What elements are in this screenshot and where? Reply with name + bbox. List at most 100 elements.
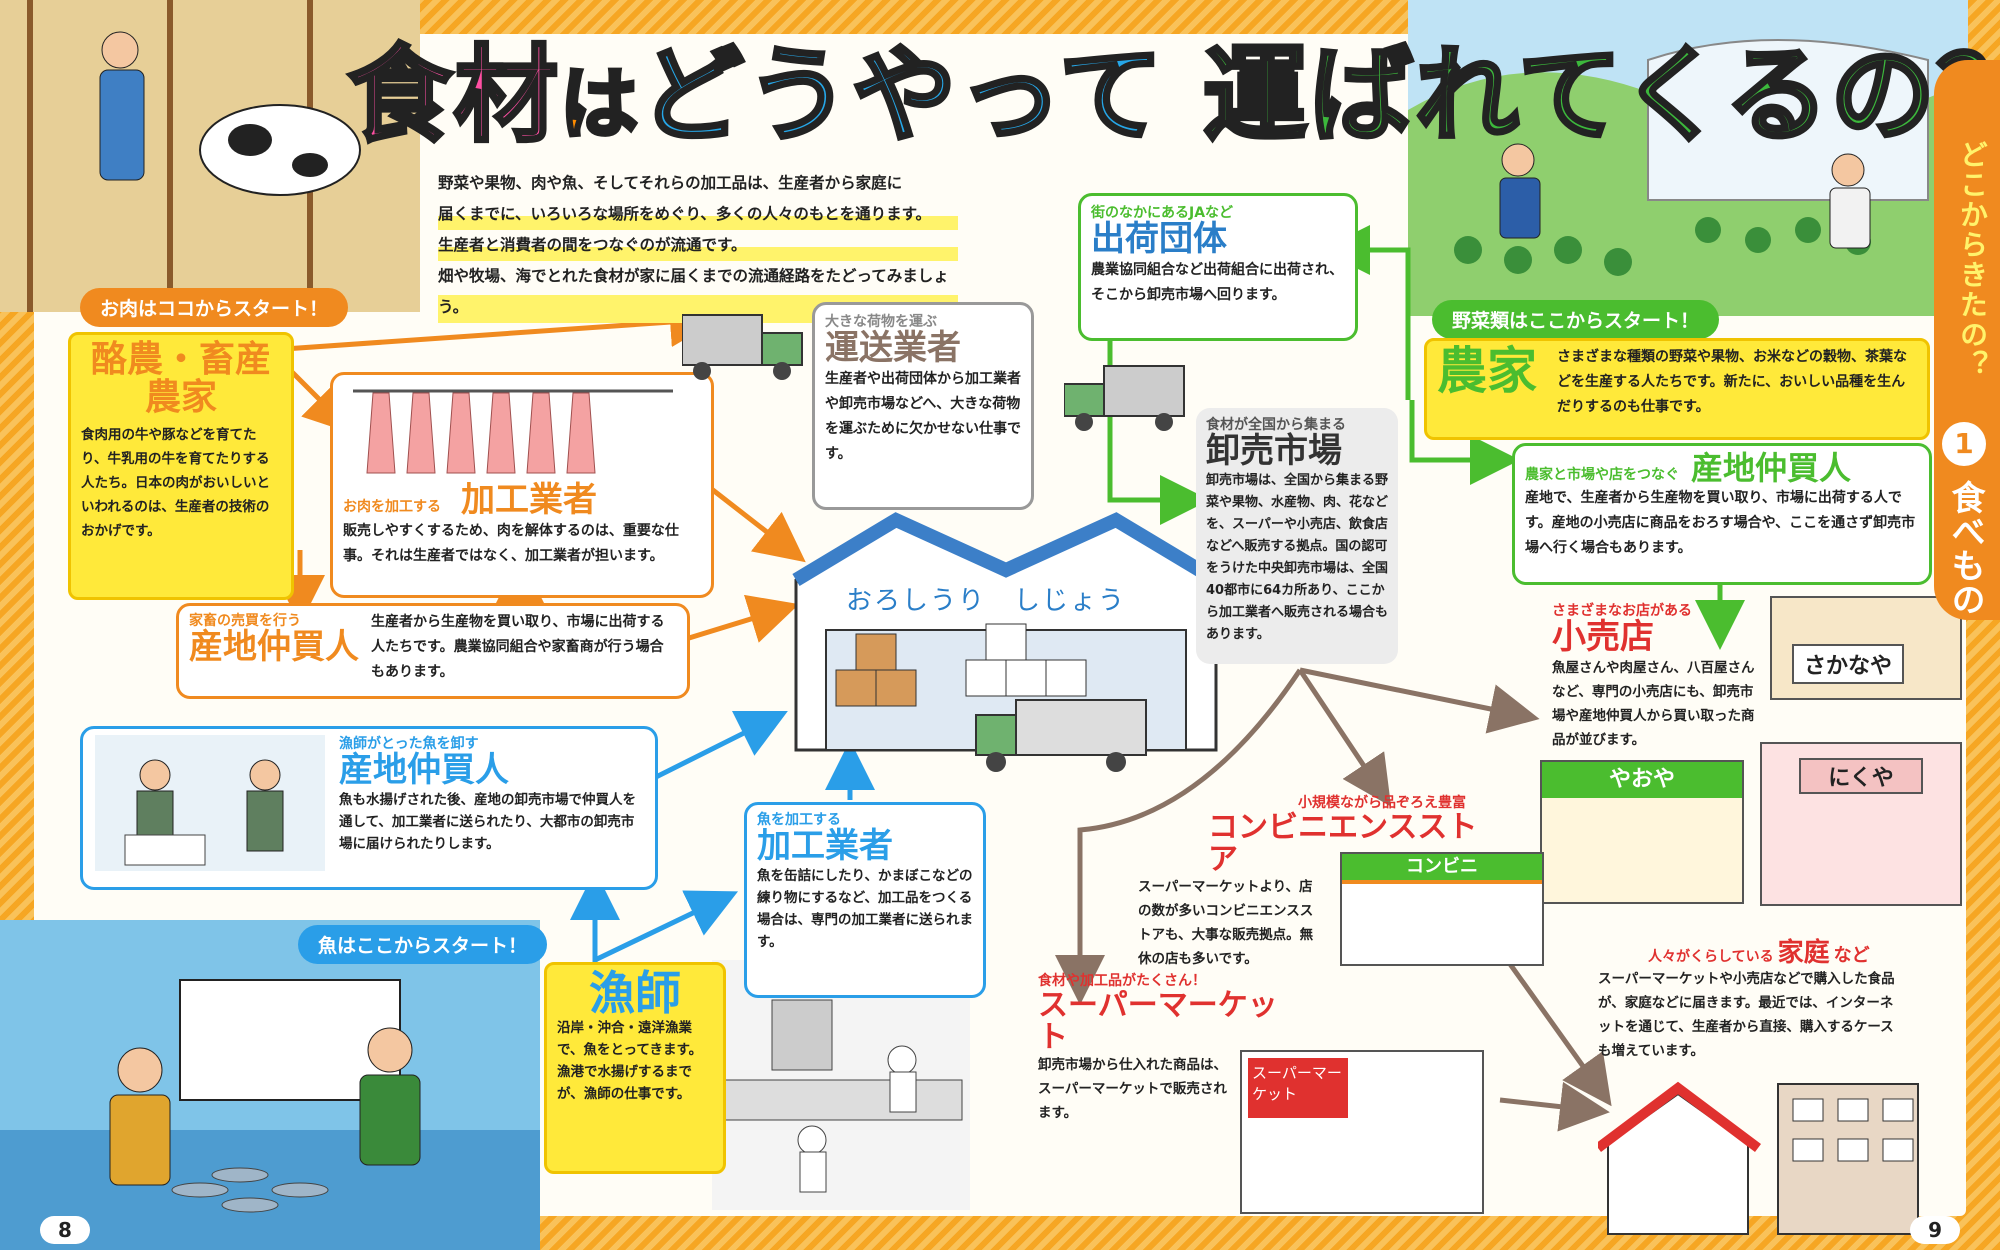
node-desc: 魚屋さんや肉屋さん、八百屋さんなど、専門の小売店にも、卸売市場や産地仲買人から買…	[1552, 659, 1755, 748]
wholesale-market-building: おろしうり しじょう	[786, 500, 1226, 785]
intro-text: 野菜や果物、肉や魚、そしてそれらの加工品は、生産者から家庭に 届くまでに、いろい…	[438, 168, 958, 323]
shops-illustration: さかなや やおや にくや	[1540, 596, 1962, 914]
node-category: 人々がくらしている	[1648, 949, 1774, 965]
barn-scene	[0, 0, 420, 312]
fish-shop-sign: さかなや	[1792, 644, 1905, 684]
node-desc: 沿岸・沖合・遠洋漁業で、魚をとってきます。漁港で水揚げするまでが、漁師の仕事です…	[557, 1020, 703, 1103]
node-category: 家畜の売買を行う	[189, 613, 301, 629]
convenience-store-box: 小規模ながら品ぞろえ豊富 コンビニエンスストア スーパーマーケットより、店の数が…	[1138, 792, 1478, 967]
node-desc: 農業協同組合など出荷組合に出荷され、そこから卸売市場へ回ります。	[1091, 261, 1344, 303]
page-title: 食材はどうやって 運ばれてくるの？	[346, 30, 2000, 160]
node-category: 街のなかにあるJAなど	[1091, 205, 1234, 221]
farm-field-illustration	[1408, 0, 1968, 316]
dairy-farmer-box: 酪農・畜産農家 食肉用の牛や豚などを育てたり、牛乳用の牛を育てたりする人たち。日…	[68, 332, 294, 600]
node-suffix: など	[1833, 945, 1870, 966]
fisherman-box: 漁師 沿岸・沖合・遠洋漁業で、魚をとってきます。漁港で水揚げするまでが、漁師の仕…	[544, 962, 726, 1174]
intro-line: 届くまでに、いろいろな場所をめぐり、多くの人々のもとを通ります。	[438, 199, 958, 230]
node-category: さまざまなお店がある	[1552, 603, 1692, 619]
node-name: スーパーマーケット	[1038, 988, 1278, 1055]
node-name: 運送業者	[825, 328, 961, 368]
fish-broker-illustration	[95, 735, 325, 871]
vegetable-shop-sign: やおや	[1542, 762, 1742, 798]
truck-icon	[682, 314, 803, 380]
transport-box: 大きな荷物を運ぶ 運送業者 生産者や出荷団体から加工業者や卸売市場などへ、大きな…	[812, 302, 1034, 510]
node-name: 小売店	[1552, 617, 1654, 657]
node-category: お肉を加工する	[343, 499, 441, 515]
page-number-left: 8	[40, 1216, 90, 1244]
title-part4: 運ばれてくるの？	[1201, 32, 2000, 158]
farmer-box: 農家 さまざまな種類の野菜や果物、お米などの穀物、茶葉などを生産する人たちです。…	[1424, 338, 1930, 440]
node-desc: 魚を缶詰にしたり、かまぼこなどの練り物にするなど、加工品をつくる場合は、専門の加…	[757, 867, 973, 950]
node-desc: 卸売市場は、全国から集まる野菜や果物、水産物、肉、花などを、スーパーや小売店、飲…	[1206, 472, 1389, 642]
node-category: 大きな荷物を運ぶ	[825, 314, 937, 330]
node-desc: スーパーマーケットより、店の数が多いコンビニエンスストアも、大事な販売拠点。無休…	[1138, 879, 1314, 967]
vegetable-shop: やおや	[1540, 760, 1744, 904]
intro-line: 畑や牧場、海でとれた食材が家に届くまでの流通経路をたどってみましょう。	[438, 261, 958, 323]
retail-box: さまざまなお店がある 小売店 魚屋さんや肉屋さん、八百屋さんなど、専門の小売店に…	[1552, 600, 1762, 760]
node-name: 農家	[1437, 342, 1537, 400]
meat-shop-sign: にくや	[1799, 758, 1923, 794]
node-name: 出荷団体	[1091, 219, 1227, 259]
vegetable-broker-box: 農家と市場や店をつなぐ 産地仲買人 産地で、生産者から生産物を買い取り、市場に出…	[1512, 443, 1932, 585]
node-category: 漁師がとった魚を卸す	[339, 736, 479, 752]
truck-icon	[1064, 365, 1185, 431]
vegetable-start-tag: 野菜類はここからスタート！	[1432, 300, 1720, 339]
intro-line: 野菜や果物、肉や魚、そしてそれらの加工品は、生産者から家庭に	[438, 174, 903, 192]
node-category: 農家と市場や店をつなぐ	[1525, 467, 1679, 483]
chapter-number: 1	[1942, 422, 1986, 466]
meat-start-tag: お肉はココからスタート！	[80, 288, 349, 327]
node-name: 酪農・畜産農家	[90, 339, 271, 418]
node-name: コンビニエンスストア	[1208, 810, 1478, 877]
node-desc: 販売しやすくするため、肉を解体するのは、重要な仕事。それは生産者ではなく、加工業…	[343, 522, 679, 564]
node-category: 食材が全国から集まる	[1206, 417, 1346, 433]
meat-shop: にくや	[1760, 742, 1962, 906]
field-scene	[1408, 0, 1968, 316]
node-name: 卸売市場	[1206, 431, 1342, 471]
wholesale-market-box: 食材が全国から集まる 卸売市場 卸売市場は、全国から集まる野菜や果物、水産物、肉…	[1196, 408, 1398, 664]
node-desc: 卸売市場から仕入れた商品は、スーパーマーケットで販売されます。	[1038, 1057, 1227, 1121]
node-desc: スーパーマーケットや小売店などで購入した食品が、家庭などに届きます。最近では、イ…	[1598, 971, 1895, 1060]
node-name: 加工業者	[461, 480, 597, 520]
page-number-right: 9	[1910, 1216, 1960, 1244]
node-desc: 生産者や出荷団体から加工業者や卸売市場などへ、大きな荷物を運ぶために欠かせない仕…	[825, 370, 1021, 462]
port-scene	[0, 920, 540, 1250]
home-box: 人々がくらしている 家庭 など スーパーマーケットや小売店などで購入した食品が、…	[1598, 938, 1898, 1080]
fish-factory-illustration	[712, 960, 970, 1210]
convenience-store-illustration: コンビニ	[1340, 852, 1544, 966]
node-name: 産地仲買人	[1691, 449, 1852, 487]
node-desc: 食肉用の牛や豚などを育てたり、牛乳用の牛を育てたりする人たち。日本の肉がおいしい…	[81, 426, 270, 539]
factory-scene	[721, 999, 963, 1193]
homes-illustration	[1598, 1081, 1919, 1235]
fish-shop: さかなや	[1770, 596, 1962, 700]
title-part3: どうやって	[638, 32, 1165, 158]
chapter-sidebar: どこからきたの？ 1 食べもの	[1934, 60, 2000, 620]
livestock-broker-box: 家畜の売買を行う 産地仲買人 生産者から生産物を買い取り、市場に出荷する人たちで…	[176, 603, 690, 699]
node-name: 産地仲買人	[339, 750, 509, 790]
market-label: おろしうり しじょう	[846, 586, 1127, 616]
fishing-port-illustration	[0, 920, 540, 1250]
meat-hanging-icon	[353, 389, 673, 474]
node-category: 魚を加工する	[757, 812, 841, 828]
supermarket-sign: スーパーマーケット	[1248, 1058, 1348, 1118]
sidebar-question: どこからきたの？	[1956, 140, 1989, 380]
node-name: 漁師	[589, 966, 681, 1020]
node-name: 家庭	[1777, 938, 1830, 968]
fish-broker-box: 漁師がとった魚を卸す 産地仲買人 魚も水揚げされた後、産地の卸売市場で仲買人を通…	[80, 726, 658, 890]
node-desc: 生産者から生産物を買い取り、市場に出荷する人たちです。農業協同組合や家畜商が行う…	[371, 614, 665, 680]
node-desc: 産地で、生産者から生産物を買い取り、市場に出荷する人です。産地の小売店に商品をお…	[1525, 489, 1916, 556]
market-building-icon	[792, 512, 1220, 772]
node-desc: さまざまな種類の野菜や果物、お米などの穀物、茶葉などを生産する人たちです。新たに…	[1557, 349, 1907, 415]
supermarket-illustration: スーパーマーケット	[1240, 1050, 1484, 1214]
node-desc: 魚も水揚げされた後、産地の卸売市場で仲買人を通して、加工業者に送られたり、大都市…	[339, 791, 636, 852]
shipping-group-box: 街のなかにあるJAなど 出荷団体 農業協同組合など出荷組合に出荷され、そこから卸…	[1078, 193, 1358, 341]
meat-processor-box: お肉を加工する 加工業者 販売しやすくするため、肉を解体するのは、重要な仕事。そ…	[330, 372, 714, 598]
node-category: 小規模ながら品ぞろえ豊富	[1298, 795, 1466, 811]
conbini-sign: コンビニ	[1342, 854, 1542, 884]
node-name: 産地仲買人	[189, 627, 359, 667]
intro-line: 生産者と消費者の間をつなぐのが流通です。	[438, 230, 958, 261]
dairy-barn-illustration	[0, 0, 420, 312]
chapter-label: 食べもの	[1945, 480, 1985, 616]
fish-broker-scene	[124, 759, 284, 866]
node-name: 加工業者	[757, 826, 893, 866]
